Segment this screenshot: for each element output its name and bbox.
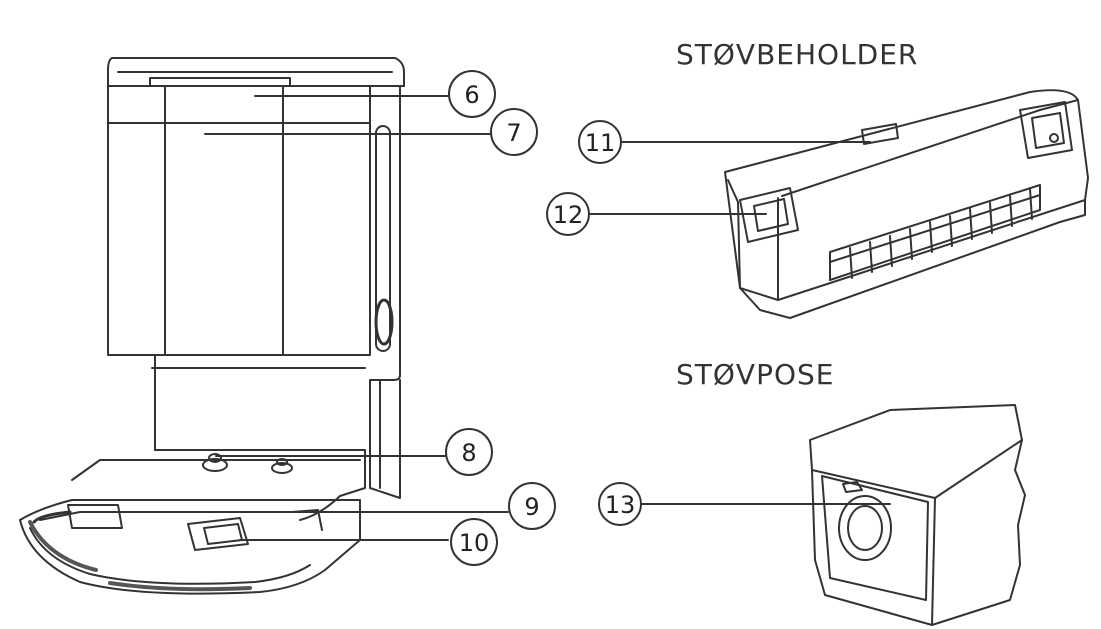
heading-dust-bag: STØVPOSE (676, 358, 835, 391)
callout-circle-12 (546, 192, 590, 236)
callout-label-11: 11 (585, 129, 616, 157)
dust-container-illustration (724, 89, 1089, 319)
callout-circle-7 (490, 108, 538, 156)
callout-circle-6 (448, 70, 496, 118)
callout-circle-10 (450, 518, 498, 566)
callout-label-7: 7 (506, 119, 521, 147)
callout-circle-9 (508, 482, 556, 530)
dust-bag-illustration (809, 404, 1026, 626)
leader-lines (99, 95, 891, 541)
callout-label-9: 9 (524, 493, 539, 521)
heading-dust-container: STØVBEHOLDER (676, 38, 919, 71)
callout-label-13: 13 (605, 491, 636, 519)
docking-station-illustration (19, 57, 405, 595)
callout-label-10: 10 (459, 529, 490, 557)
callout-circle-11 (578, 120, 622, 164)
callout-label-8: 8 (461, 439, 476, 467)
callout-circle-8 (445, 428, 493, 476)
callout-circle-13 (598, 482, 642, 526)
callout-label-12: 12 (553, 201, 584, 229)
callout-label-6: 6 (464, 81, 479, 109)
